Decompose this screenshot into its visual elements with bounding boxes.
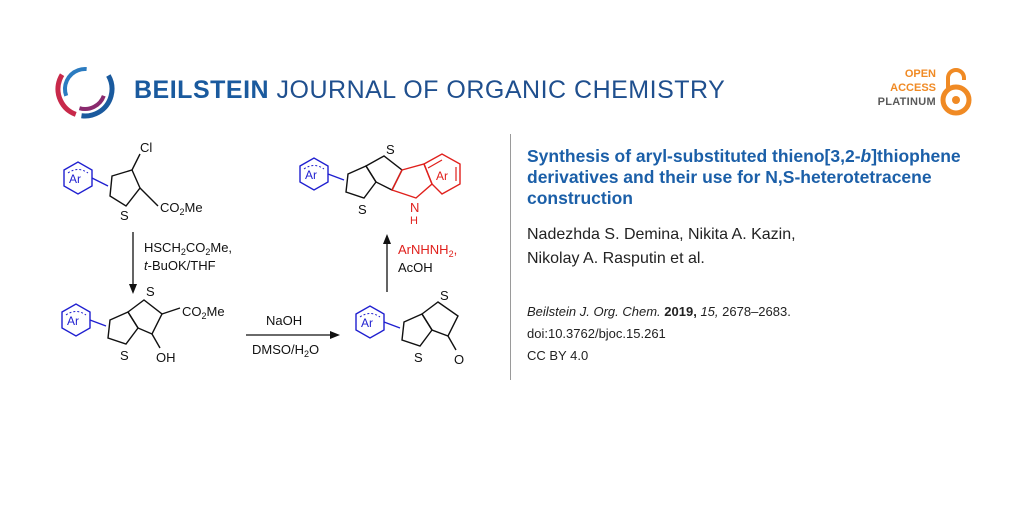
reagent-step3-top: ArNHNH2, <box>398 242 457 259</box>
authors-line2: Nikolay A. Rasputin et al. <box>527 250 705 267</box>
journal-name-bold: BEILSTEIN <box>134 76 270 104</box>
thiophene-s-label: S <box>120 208 129 223</box>
authors: Nadezhda S. Demina, Nikita A. Kazin, Nik… <box>527 223 987 271</box>
header: BEILSTEIN JOURNAL OF ORGANIC CHEMISTRY O… <box>0 0 1024 130</box>
nitrogen-label: N <box>410 200 419 215</box>
title-italic: b <box>860 146 872 166</box>
reaction-scheme: Ar Cl S CO2Me HSCH2CO2Me, t-BuOK/THF Ar … <box>61 140 464 367</box>
open-access-line1: OPEN <box>904 68 936 80</box>
citation-block: Beilstein J. Org. Chem. 2019, 15, 2678–2… <box>527 301 791 367</box>
aryl-label-red: Ar <box>436 169 448 183</box>
reagent-step2-top: NaOH <box>266 313 302 328</box>
aryl-label: Ar <box>69 172 81 186</box>
compound-hydroxy-thienothiophene: Ar S S CO2Me OH <box>61 284 225 365</box>
reagent-step1-line1: HSCH2CO2Me, <box>144 240 232 257</box>
open-access-badge: OPEN ACCESS PLATINUM <box>868 62 978 118</box>
aryl-label-2: Ar <box>67 314 79 328</box>
s-label-2b: S <box>120 348 129 363</box>
title-part2: ]thiophene derivatives and their use for… <box>527 146 961 208</box>
compound-thienothiophenone: Ar S S O <box>355 288 464 367</box>
citation-pages: 2678–2683. <box>722 304 791 319</box>
authors-line1: Nadezhda S. Demina, Nikita A. Kazin, <box>527 226 796 243</box>
s-label-2a: S <box>146 284 155 299</box>
journal-name: BEILSTEIN JOURNAL OF ORGANIC CHEMISTRY <box>134 76 725 105</box>
article-title[interactable]: Synthesis of aryl-substituted thieno[3,2… <box>527 146 997 209</box>
aryl-label-4: Ar <box>305 168 317 182</box>
compound-heterotetracene: Ar S S Ar N H <box>299 142 461 227</box>
vertical-divider <box>510 134 511 380</box>
aryl-label-3: Ar <box>361 316 373 330</box>
chloro-label: Cl <box>140 140 152 155</box>
citation-year: 2019, <box>664 304 697 319</box>
arrow-step3: ArNHNH2, AcOH <box>383 234 457 292</box>
s-label-3a: S <box>440 288 449 303</box>
hydroxy-label: OH <box>156 350 176 365</box>
compound-chlorothiophene: Ar Cl S CO2Me <box>63 140 203 223</box>
reagent-step1-line2: t-BuOK/THF <box>144 258 216 273</box>
reagent-step3-bottom: AcOH <box>398 260 433 275</box>
doi-link[interactable]: doi:10.3762/bjoc.15.261 <box>527 326 666 341</box>
s-label-4a: S <box>386 142 395 157</box>
oxo-label: O <box>454 352 464 367</box>
s-label-3b: S <box>414 350 423 365</box>
arrow-step2: NaOH DMSO/H2O <box>246 313 340 359</box>
journal-logo-icon <box>55 59 115 119</box>
journal-name-rest: JOURNAL OF ORGANIC CHEMISTRY <box>269 76 726 104</box>
citation-volume: 15, <box>700 304 719 319</box>
title-part1: Synthesis of aryl-substituted thieno[3,2… <box>527 146 861 166</box>
s-label-4b: S <box>358 202 367 217</box>
open-lock-icon <box>940 68 972 116</box>
nh-label: H <box>410 215 418 227</box>
ester-label: CO2Me <box>160 200 203 217</box>
reagent-step2-bottom: DMSO/H2O <box>252 342 319 359</box>
arrow-step1: HSCH2CO2Me, t-BuOK/THF <box>129 232 232 294</box>
license-label[interactable]: CC BY 4.0 <box>527 348 589 363</box>
journal-abbrev: Beilstein J. Org. Chem. <box>527 304 661 319</box>
citation-line: Beilstein J. Org. Chem. 2019, 15, 2678–2… <box>527 301 791 323</box>
open-access-line3: PLATINUM <box>877 96 936 108</box>
open-access-line2: ACCESS <box>890 82 936 94</box>
ester-label-2: CO2Me <box>182 304 225 321</box>
